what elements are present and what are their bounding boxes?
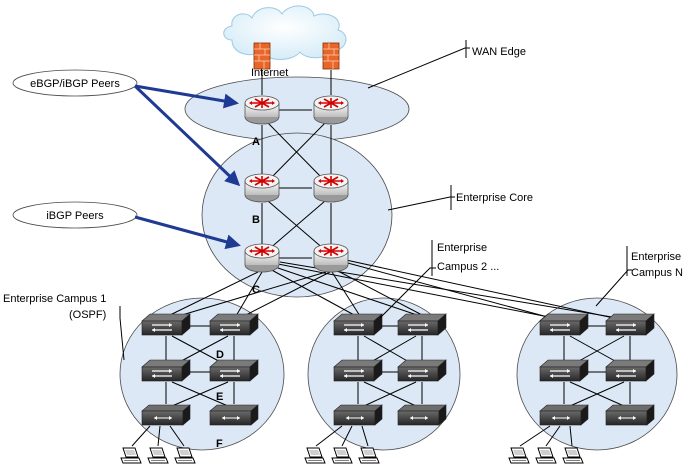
switch-icon bbox=[605, 359, 655, 382]
router-icon bbox=[244, 95, 280, 125]
switch-icon bbox=[141, 359, 191, 382]
internet-label: Internet bbox=[251, 67, 288, 79]
pc-icon bbox=[358, 447, 380, 464]
firewall-icon bbox=[253, 42, 271, 70]
campus-1-protocol: (OSPF) bbox=[69, 309, 106, 321]
switch-icon bbox=[333, 359, 383, 382]
switch-icon bbox=[397, 313, 447, 336]
tier-a-label: A bbox=[252, 136, 260, 148]
tier-c-label: C bbox=[252, 284, 260, 296]
ebgp-peers-label: eBGP/iBGP Peers bbox=[30, 78, 120, 90]
wan-edge-zone bbox=[184, 76, 410, 142]
tier-d-label: D bbox=[216, 349, 224, 361]
ebgp-peers-bubble bbox=[12, 69, 138, 97]
campus-2-label: Enterprise bbox=[437, 242, 487, 254]
switch-icon bbox=[209, 359, 259, 382]
pc-icon bbox=[508, 447, 530, 464]
switch-icon bbox=[333, 404, 383, 426]
pc-icon bbox=[120, 447, 142, 464]
campus-2-label-line2: Campus 2 ... bbox=[437, 261, 499, 273]
tier-e-label: E bbox=[216, 391, 223, 403]
router-icon bbox=[244, 173, 280, 203]
campus-1-label: Enterprise Campus 1 bbox=[3, 293, 106, 305]
campus-n-label-line2: Campus N bbox=[631, 267, 683, 279]
switch-icon bbox=[141, 404, 191, 426]
firewall-icon bbox=[322, 42, 340, 70]
switch-icon bbox=[539, 404, 589, 426]
ibgp-peers-label: iBGP Peers bbox=[46, 210, 104, 222]
switch-icon bbox=[605, 313, 655, 336]
router-icon bbox=[244, 243, 280, 273]
peer-arrows bbox=[133, 84, 241, 250]
switch-icon bbox=[397, 359, 447, 382]
links bbox=[131, 70, 633, 447]
pc-icon bbox=[304, 447, 326, 464]
ibgp-peers-bubble bbox=[12, 201, 138, 229]
enterprise-core-label: Enterprise Core bbox=[456, 192, 533, 204]
wan-edge-label: WAN Edge bbox=[472, 46, 526, 58]
router-icon bbox=[313, 173, 349, 203]
campus-n-label: Enterprise bbox=[631, 251, 681, 263]
pc-icon bbox=[174, 447, 196, 464]
pc-icon bbox=[562, 447, 584, 464]
callout-lines bbox=[119, 40, 632, 361]
switch-icon bbox=[397, 404, 447, 426]
tier-b-label: B bbox=[252, 214, 260, 226]
router-icon bbox=[313, 243, 349, 273]
tier-f-label: F bbox=[216, 438, 223, 450]
pc-icon bbox=[331, 447, 353, 464]
pc-icon bbox=[535, 447, 557, 464]
enterprise-core-zone bbox=[201, 132, 393, 298]
router-icon bbox=[313, 95, 349, 125]
pc-icon bbox=[147, 447, 169, 464]
switch-icon bbox=[605, 404, 655, 426]
switch-icon bbox=[141, 313, 191, 336]
switch-icon bbox=[539, 359, 589, 382]
switch-icon bbox=[539, 313, 589, 336]
switch-icon bbox=[209, 313, 259, 336]
switch-icon bbox=[209, 404, 259, 426]
switch-icon bbox=[333, 313, 383, 336]
